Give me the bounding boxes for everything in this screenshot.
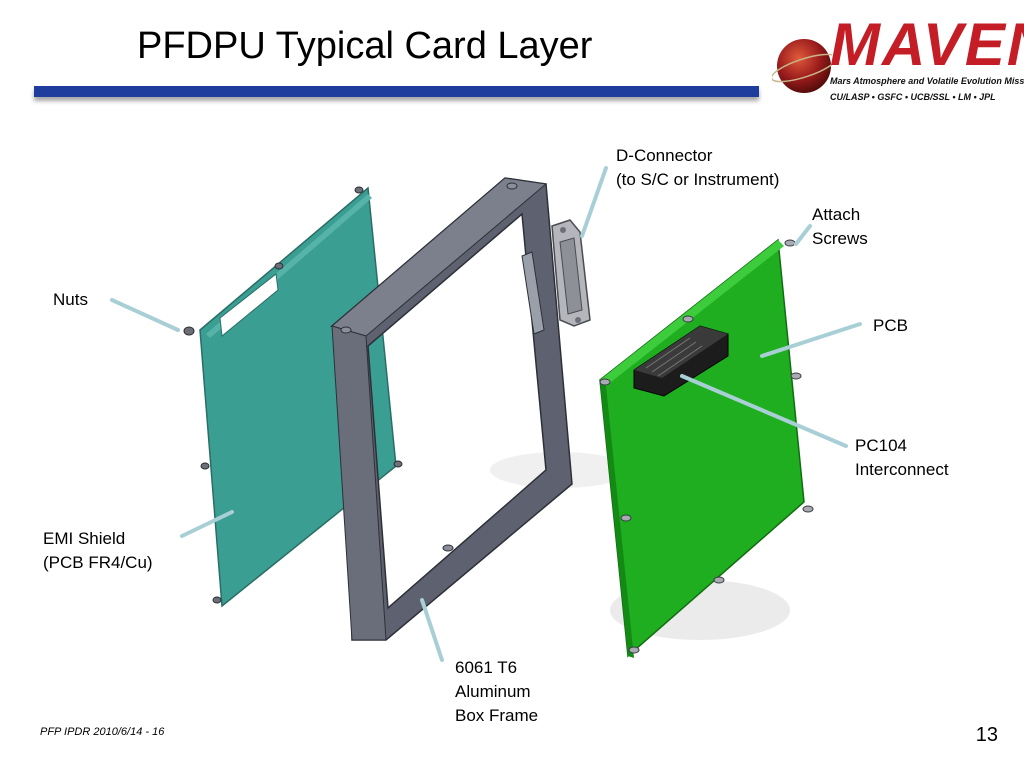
nut (212, 596, 222, 604)
logo-partners: CU/LASP • GSFC • UCB/SSL • LM • JPL (830, 92, 996, 102)
leader-lines (110, 166, 862, 662)
screw (790, 372, 802, 380)
label-pc104: PC104 Interconnect (855, 436, 949, 479)
slide-title: PFDPU Typical Card Layer (137, 25, 593, 67)
page-number: 13 (975, 724, 998, 746)
nut (183, 326, 195, 336)
leader-d-connector (580, 166, 608, 238)
screw (802, 505, 814, 513)
aluminum-box-frame (329, 177, 573, 641)
mars-globe-icon (772, 39, 832, 93)
attach-screws (599, 239, 814, 654)
leader-box-frame (420, 598, 444, 662)
label-nuts: Nuts (53, 290, 88, 309)
label-attach-screws: Attach Screws (812, 205, 868, 248)
label-emi-shield: EMI Shield (PCB FR4/Cu) (43, 529, 153, 572)
nut (354, 186, 364, 194)
leader-attach-screws (794, 224, 812, 246)
maven-logo: MAVEN Mars Atmosphere and Volatile Evolu… (772, 12, 1024, 108)
pc104-interconnect (633, 325, 729, 397)
title-rule (34, 86, 759, 97)
leader-emi-shield (180, 510, 234, 538)
screw (620, 514, 632, 522)
screw (682, 315, 694, 323)
label-pcb: PCB (873, 316, 908, 335)
leader-pc104 (680, 374, 848, 448)
screw (713, 576, 725, 584)
screw (599, 378, 611, 386)
screw (784, 239, 796, 247)
pcb-board (599, 238, 805, 658)
footer-text: PFP IPDR 2010/6/14 - 16 (40, 726, 165, 738)
logo-wordmark: MAVEN (830, 11, 1024, 78)
nut (393, 460, 403, 468)
nut (274, 262, 284, 270)
frame-connector-slot (521, 251, 545, 335)
d-connector (551, 219, 591, 327)
screw (628, 646, 640, 654)
logo-subtitle: Mars Atmosphere and Volatile Evolution M… (830, 76, 1024, 86)
label-box-frame: 6061 T6 Aluminum Box Frame (455, 658, 539, 725)
label-d-connector: D-Connector (to S/C or Instrument) (616, 146, 780, 189)
leader-nuts (110, 298, 180, 332)
nut (200, 462, 210, 470)
leader-pcb (760, 322, 862, 358)
emi-shield-cutout (219, 273, 279, 337)
nuts (183, 186, 403, 604)
